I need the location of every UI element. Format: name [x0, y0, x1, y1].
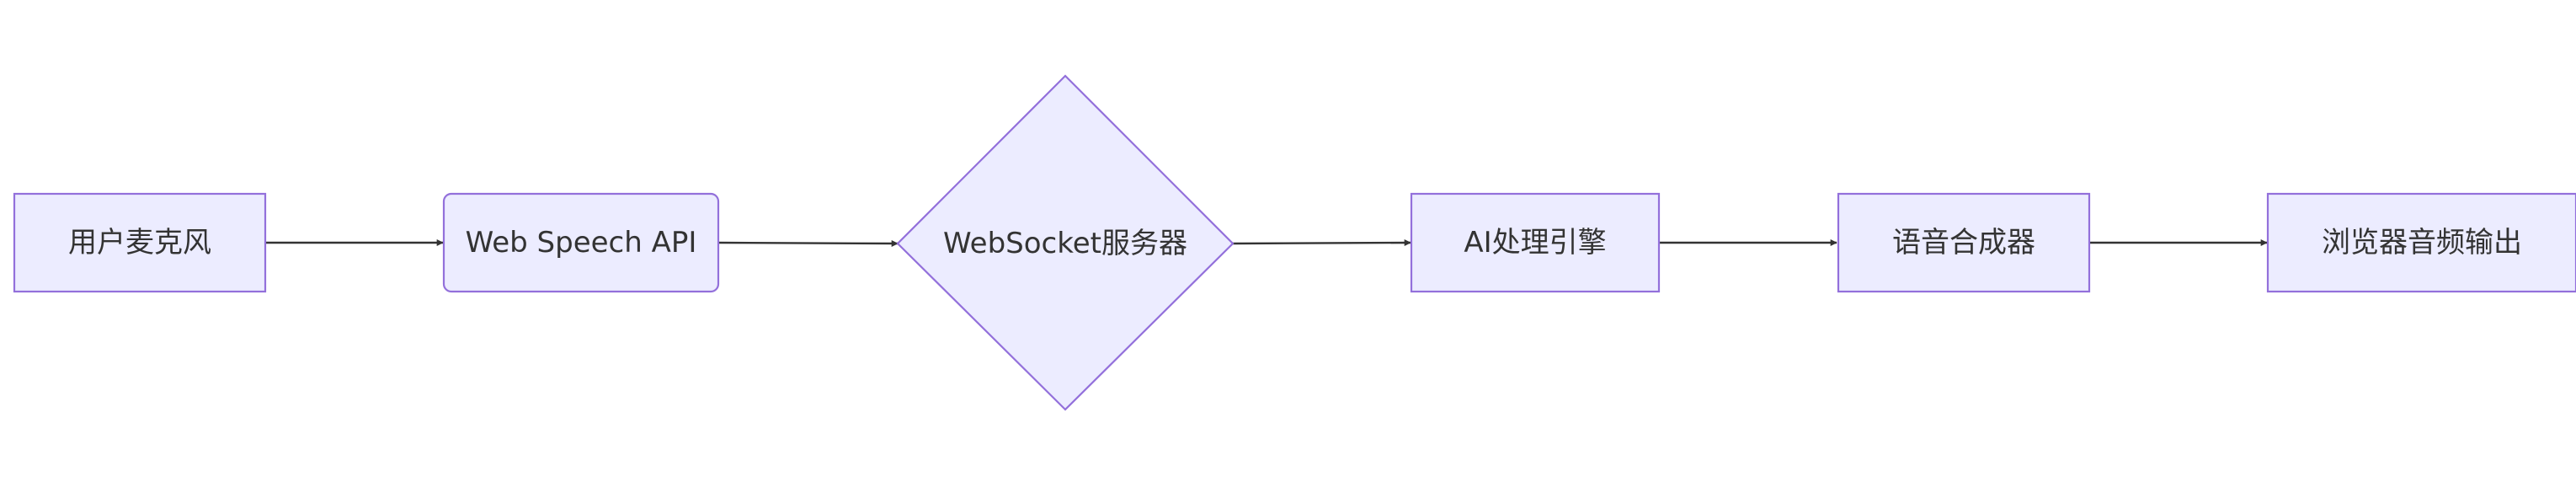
node-out-shape [2266, 192, 2576, 293]
node-ws-label: WebSocket服务器 [943, 227, 1187, 260]
node-tts-shape [1837, 192, 2091, 293]
edges [265, 239, 2268, 247]
node-out-label: 浏览器音频输出 [2322, 226, 2522, 260]
edge-speech-to-ws [717, 239, 899, 247]
node-out[interactable]: 浏览器音频输出 [2266, 192, 2576, 293]
node-tts[interactable]: 语音合成器 [1837, 192, 2091, 293]
node-ai-label: AI处理引擎 [1464, 226, 1606, 260]
node-ws[interactable]: WebSocket服务器 [896, 74, 1235, 411]
node-ws-shape [896, 74, 1235, 411]
node-speech[interactable]: Web Speech API [442, 192, 720, 293]
node-ai-shape [1410, 192, 1661, 293]
node-mic-label: 用户麦克风 [68, 226, 211, 260]
node-mic-shape [13, 192, 267, 293]
node-mic[interactable]: 用户麦克风 [13, 192, 267, 293]
edge-ws-to-ai [1232, 239, 1411, 247]
node-tts-label: 语音合成器 [1892, 226, 2035, 260]
node-speech-shape [442, 192, 720, 293]
node-speech-label: Web Speech API [466, 226, 697, 260]
node-ai[interactable]: AI处理引擎 [1410, 192, 1661, 293]
